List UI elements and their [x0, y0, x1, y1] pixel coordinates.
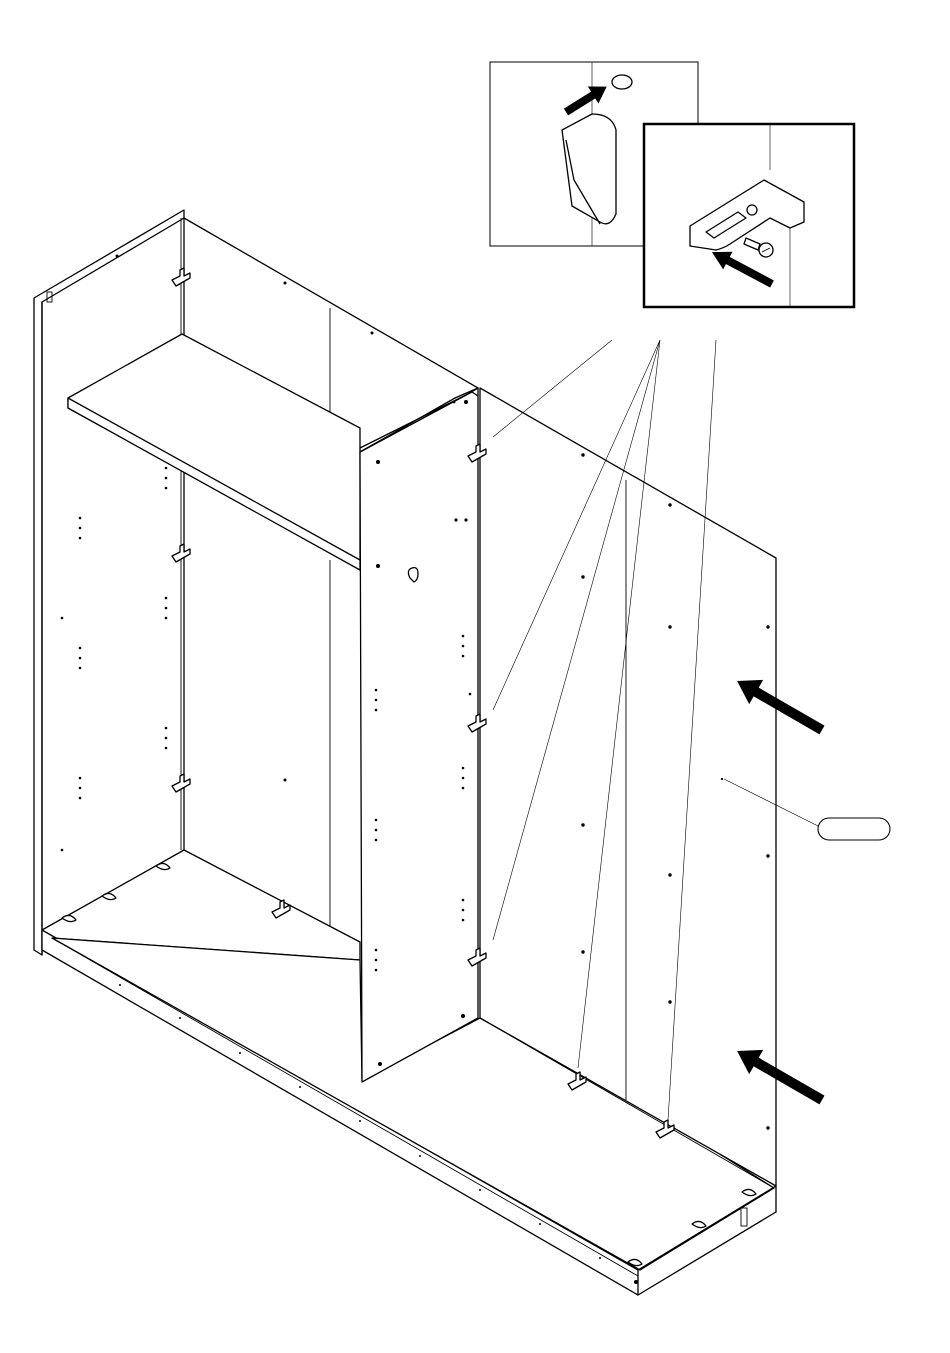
left-side-panel: [34, 210, 184, 955]
upper-shelf: [68, 334, 360, 570]
part-callout-label: [818, 818, 890, 840]
middle-divider-panel: [360, 388, 478, 1082]
detail-inset-screw: [644, 124, 854, 307]
